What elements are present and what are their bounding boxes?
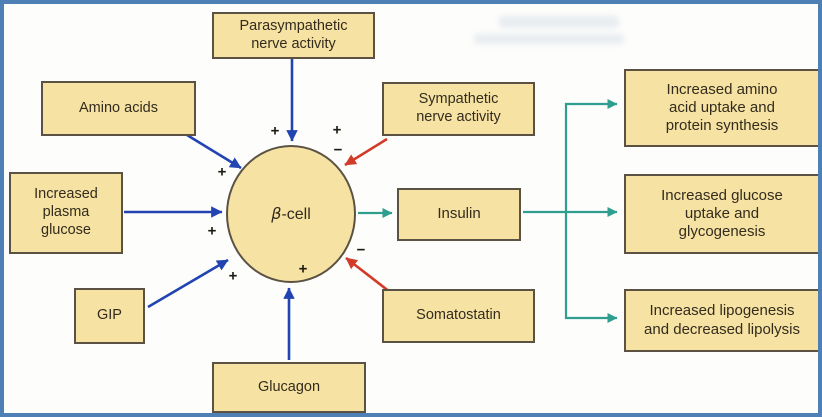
node-effect-lipogenesis: Increased lipogenesis and decreased lipo… xyxy=(624,289,818,352)
sign-parasympathetic-plus: + xyxy=(270,122,280,140)
sign-gip-plus: + xyxy=(228,267,238,285)
sign-glucagon-plus: + xyxy=(298,260,308,278)
node-insulin-label: Insulin xyxy=(437,205,481,223)
arrow-somatostatin-to-cell xyxy=(345,256,391,294)
node-gip-label: GIP xyxy=(97,307,122,324)
node-parasympathetic-label: Parasympathetic nerve activity xyxy=(239,17,348,52)
sign-sympathetic-plus: + xyxy=(332,121,342,139)
node-glucagon-label: Glucagon xyxy=(257,378,321,395)
print-bleedthrough-artifact xyxy=(499,16,619,28)
print-bleedthrough-artifact xyxy=(474,34,624,44)
node-plasma-glucose-label: Increased plasma glucose xyxy=(34,186,98,238)
node-sympathetic-label: Sympathetic nerve activity xyxy=(416,91,501,125)
effect-lipogenesis-label: Increased lipogenesis and decreased lipo… xyxy=(644,302,800,338)
node-amino-acids-label: Amino acids xyxy=(79,99,158,116)
beta-cell-suffix: -cell xyxy=(281,206,311,223)
node-beta-cell-label: β-cell xyxy=(271,204,311,224)
arrow-insulin-to-lipogenesis xyxy=(564,212,618,324)
node-somatostatin: Somatostatin xyxy=(382,289,535,343)
arrow-insulin-to-protein-synthesis xyxy=(564,98,618,212)
node-effect-glycogenesis: Increased glucose uptake and glycogenesi… xyxy=(624,174,818,254)
node-effect-protein-synthesis: Increased amino acid uptake and protein … xyxy=(624,69,818,147)
sign-amino-acids-plus: + xyxy=(217,163,227,181)
node-sympathetic: Sympathetic nerve activity xyxy=(382,82,535,136)
effect-glycogenesis-label: Increased glucose uptake and glycogenesi… xyxy=(661,186,783,241)
node-amino-acids: Amino acids xyxy=(41,81,196,136)
node-insulin: Insulin xyxy=(397,188,521,241)
arrow-gip-to-cell xyxy=(147,258,229,309)
sign-somatostatin-minus: − xyxy=(356,241,366,259)
sign-plasma-glucose-plus: + xyxy=(207,222,217,240)
node-beta-cell: β-cell xyxy=(226,145,356,283)
beta-glyph: β xyxy=(271,204,282,223)
node-parasympathetic: Parasympathetic nerve activity xyxy=(212,12,375,59)
effect-protein-synthesis-label: Increased amino acid uptake and protein … xyxy=(665,80,779,135)
node-gip: GIP xyxy=(74,288,145,344)
arrow-sympathetic-to-cell xyxy=(344,137,388,167)
node-somatostatin-label: Somatostatin xyxy=(416,307,501,324)
node-plasma-glucose: Increased plasma glucose xyxy=(9,172,123,254)
sign-sympathetic-minus: − xyxy=(333,141,343,159)
arrow-amino-acids-to-cell xyxy=(186,133,242,170)
node-glucagon: Glucagon xyxy=(212,362,366,413)
